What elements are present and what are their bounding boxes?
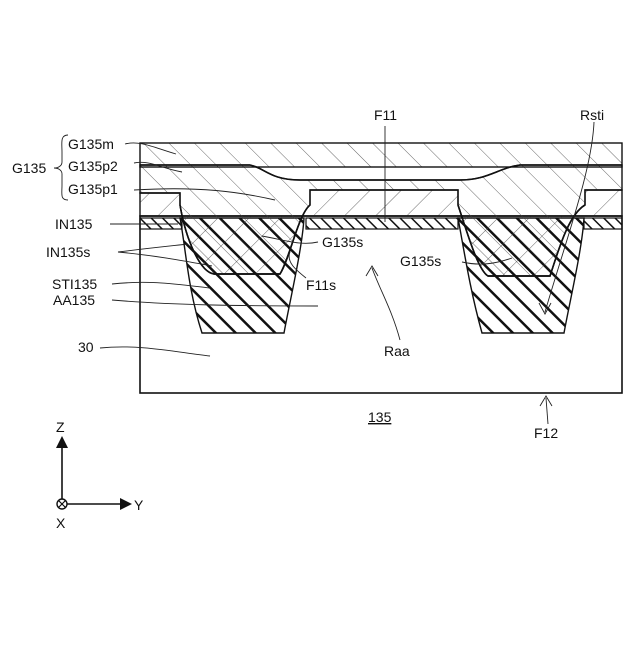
label-raa: Raa (384, 343, 410, 359)
arrow-f12 (546, 398, 548, 424)
label-rsti: Rsti (580, 107, 604, 123)
label-sti135: STI135 (52, 276, 97, 292)
label-g135: G135 (12, 160, 46, 176)
axes-indicator: Z Y X (56, 419, 144, 531)
label-g135p1: G135p1 (68, 181, 118, 197)
leader-30 (100, 347, 210, 356)
insulator-strip-right (584, 218, 622, 229)
label-g135s-left: G135s (322, 234, 363, 250)
arrow-raa-head (366, 266, 378, 276)
g135-brace (54, 135, 68, 200)
label-in135s: IN135s (46, 244, 90, 260)
arrow-raa (372, 268, 400, 340)
label-f12: F12 (534, 425, 558, 441)
insulator-strip-left (140, 218, 182, 229)
axis-label-x: X (56, 515, 66, 531)
label-g135m: G135m (68, 136, 114, 152)
axis-label-y: Y (134, 497, 144, 513)
label-30: 30 (78, 339, 94, 355)
insulator-strip-mid (306, 218, 458, 229)
leader-in135s-a (118, 244, 188, 252)
label-f11: F11 (374, 107, 397, 123)
gate-top-layer (140, 143, 622, 167)
axis-label-z: Z (56, 419, 65, 435)
label-g135p2: G135p2 (68, 158, 118, 174)
label-g135s-right: G135s (400, 253, 441, 269)
figure-caption: 135 (368, 409, 392, 425)
label-aa135: AA135 (53, 292, 95, 308)
label-in135: IN135 (55, 216, 93, 232)
label-f11s: F11s (306, 277, 336, 293)
